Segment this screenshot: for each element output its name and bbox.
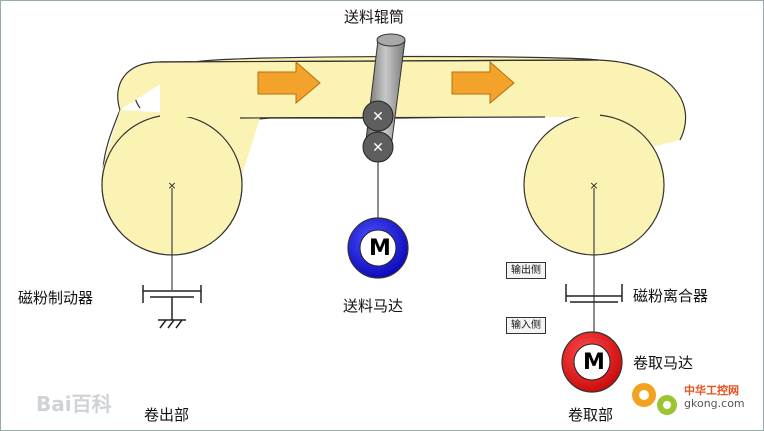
belt-right-bend — [597, 59, 687, 141]
brake-label: 磁粉制动器 — [18, 289, 94, 307]
baike-watermark: Bai百科 — [36, 392, 112, 416]
takeup-motor-symbol: M — [583, 350, 605, 375]
feed-roller-label: 送料辊筒 — [344, 8, 405, 26]
roller-cross-icon: ✕ — [372, 109, 384, 125]
gkong-watermark-url: gkong.com — [684, 397, 745, 410]
clutch-label: 磁粉离合器 — [633, 287, 709, 305]
unwind-roll-edge — [102, 109, 121, 171]
takeup-motor-label: 卷取马达 — [633, 354, 694, 372]
feed-motor-face — [359, 229, 397, 267]
gkong-watermark-cn: 中华工控网 — [684, 384, 739, 397]
arrow-right-icon — [451, 60, 515, 105]
input-side-tag: 输入侧 — [506, 317, 546, 334]
takeup-motor-face — [573, 343, 611, 381]
takeup-center-mark: × — [589, 179, 598, 192]
clutch-symbol — [565, 284, 623, 303]
arrow-right-icon — [257, 60, 321, 105]
gear-icon — [632, 383, 677, 415]
output-side-tag: 输出侧 — [506, 262, 546, 279]
roller-cross-icon: ✕ — [372, 140, 384, 156]
unwind-label: 卷出部 — [144, 406, 190, 424]
unwind-center-mark: × — [167, 179, 176, 192]
feed-motor-symbol: M — [369, 236, 391, 261]
feed-roller: ✕ ✕ — [362, 33, 406, 163]
feed-motor-label: 送料马达 — [343, 297, 404, 315]
brake-symbol — [142, 285, 202, 329]
takeup-label: 卷取部 — [568, 406, 614, 424]
